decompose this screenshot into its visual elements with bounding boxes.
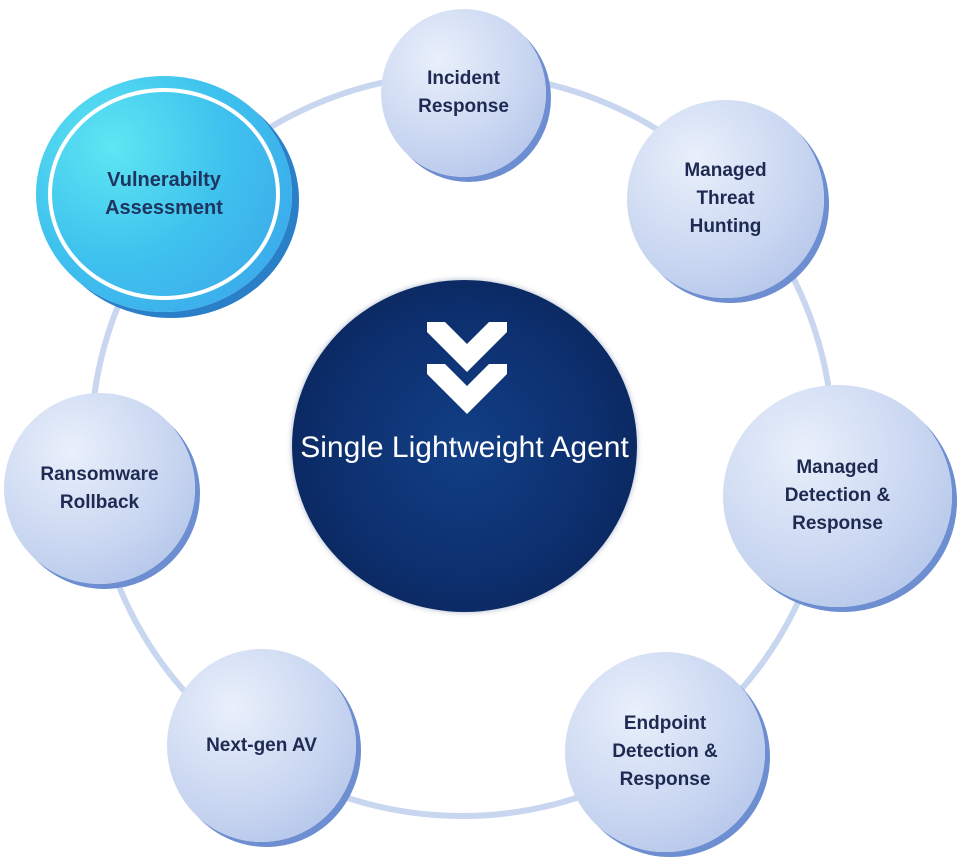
node-managed-threat-hunting: Managed Threat Hunting <box>627 100 824 298</box>
node-incident-response: Incident Response <box>381 9 546 177</box>
node-ransomware-rollback: Ransomware Rollback <box>4 393 195 584</box>
center-hub <box>292 280 637 612</box>
node-label: Ransomware Rollback <box>40 463 159 513</box>
double-chevron-down-icon <box>427 322 507 414</box>
node-label: Incident Response <box>418 68 509 117</box>
node-label: Vulnerabilty Assessment <box>105 169 223 219</box>
node-label: Managed Detection & Response <box>784 457 891 534</box>
node-next-gen-av: Next-gen AV <box>167 649 356 842</box>
node-label: Next-gen AV <box>206 734 317 756</box>
center-title: Single Lightweight Agent <box>300 431 629 464</box>
node-vulnerability-assessment: Vulnerabilty Assessment <box>36 76 292 312</box>
node-endpoint-detection-response: Endpoint Detection & Response <box>565 652 765 852</box>
highlight-ring <box>48 88 280 300</box>
node-label: Endpoint Detection & Response <box>612 713 718 790</box>
node-label: Managed Threat Hunting <box>684 160 767 237</box>
node-managed-detection-response: Managed Detection & Response <box>723 385 952 607</box>
